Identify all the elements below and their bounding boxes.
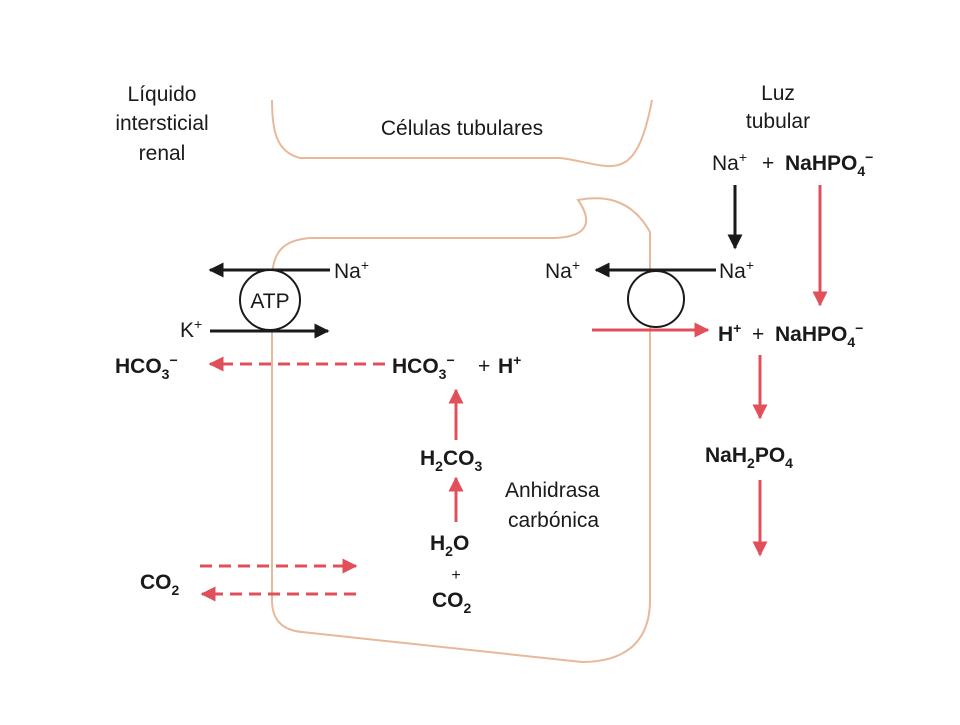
antiporter-icon: [627, 270, 685, 328]
svg-text:carbónica: carbónica: [508, 509, 599, 532]
upper-cell-membrane: [271, 99, 653, 168]
co2-interstitial-label: CO2: [140, 571, 180, 598]
h-cell-label: H+: [498, 352, 521, 378]
antiporter-na-cell-label: Na+: [545, 257, 580, 283]
nahpo4-lumen-label: NaHPO4−: [775, 320, 863, 350]
h-lumen-label: H+: [718, 320, 741, 346]
nahpo4-label: NaHPO4−: [785, 149, 873, 179]
svg-text:+: +: [752, 323, 764, 346]
hco3-h-cell: HCO3− + H+: [392, 352, 521, 382]
svg-text:Luz: Luz: [761, 82, 795, 105]
interstitial-fluid-label: Líquido intersticial renal: [115, 83, 208, 165]
co2-cell-label: CO2: [432, 589, 472, 616]
nah2po4-label: NaH2PO4: [705, 444, 793, 471]
hco3-interstitial-label: HCO3−: [115, 352, 178, 382]
carbonic-anhydrase-label: Anhidrasa carbónica: [505, 479, 600, 532]
svg-text:+: +: [478, 355, 490, 378]
svg-text:renal: renal: [139, 142, 186, 165]
svg-text:Anhidrasa: Anhidrasa: [505, 479, 600, 502]
svg-text:intersticial: intersticial: [115, 112, 208, 135]
svg-text:+: +: [451, 567, 460, 584]
atp-label: ATP: [250, 290, 289, 313]
main-cell-membrane: [271, 197, 651, 664]
tubular-lumen-label: Luz tubular: [746, 82, 810, 133]
lumen-h-nahpo4: H+ + NaHPO4−: [718, 320, 863, 350]
svg-text:Líquido: Líquido: [128, 83, 197, 106]
h2o-label: H2O: [430, 532, 469, 559]
na-ion-label: Na+: [712, 149, 747, 175]
pump-k-label: K+: [180, 316, 202, 342]
pump-na-label: Na+: [334, 257, 369, 283]
antiporter-na-lumen-label: Na+: [719, 257, 754, 283]
tubular-cells-label: Células tubulares: [381, 117, 543, 140]
svg-text:+: +: [762, 152, 774, 175]
h2co3-label: H2CO3: [420, 447, 482, 474]
svg-text:tubular: tubular: [746, 110, 810, 133]
lumen-top-species: Na+ + NaHPO4−: [712, 149, 873, 179]
hco3-cell-label: HCO3−: [392, 352, 455, 382]
